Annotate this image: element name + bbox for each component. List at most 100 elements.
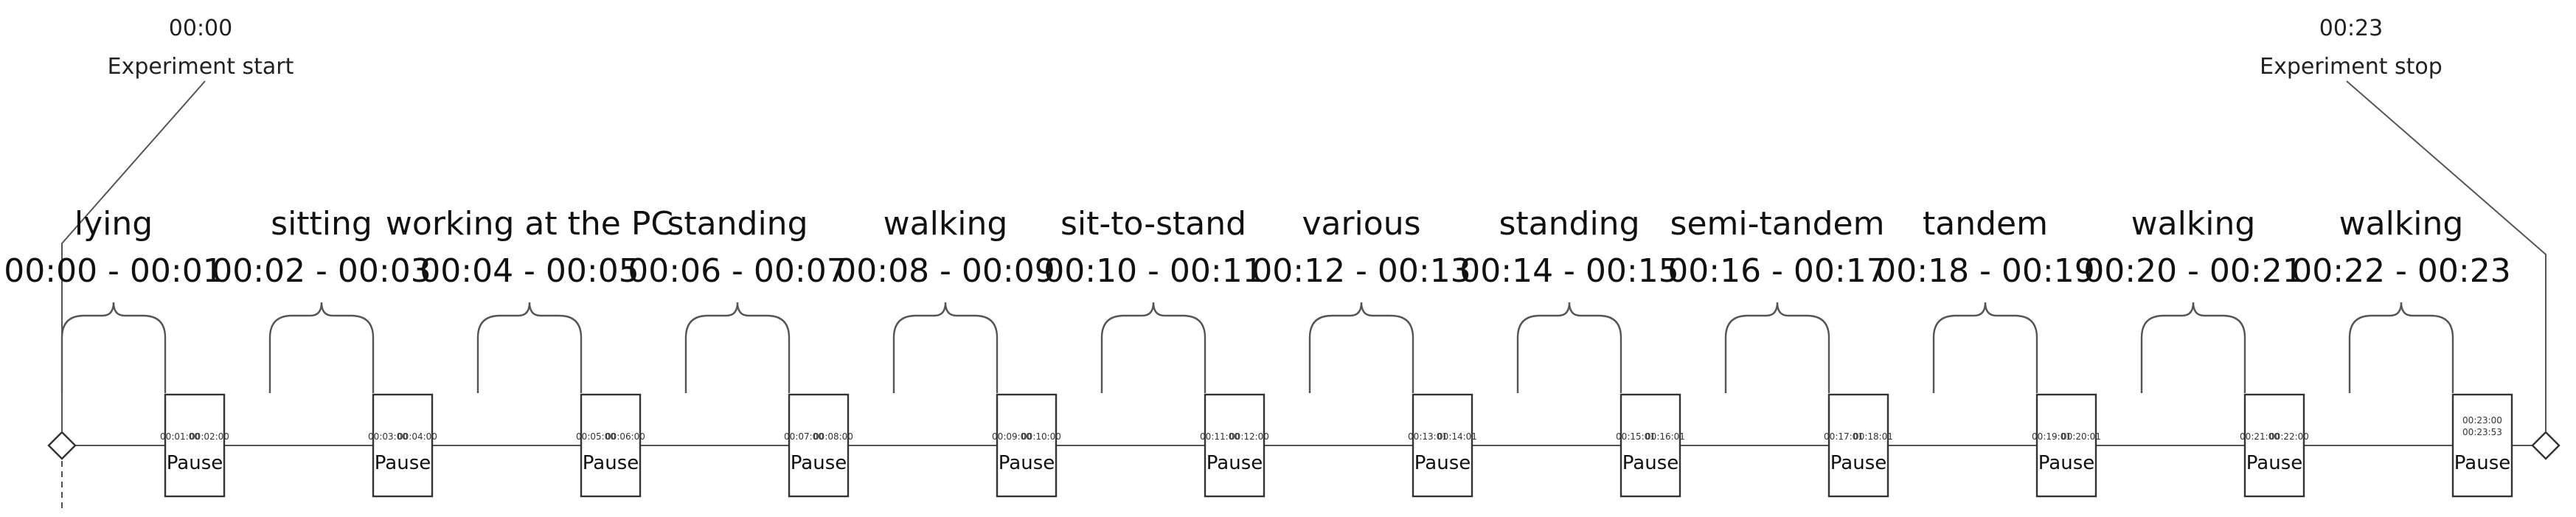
activity-brace [2140,302,2246,393]
activity-name: walking [883,205,1008,243]
activity-name: sitting [271,205,372,243]
pause-start-time: 00:05:00 [576,431,616,442]
pause-box [1412,393,1473,498]
activity-time-range: 00:00 - 00:01 [4,252,223,290]
pause-box [1204,393,1266,498]
pause-start-time: 00:17:01 [1824,431,1864,442]
activity-brace [1100,302,1207,393]
pause-end-time: 00:12:00 [1229,431,1269,442]
stop-callout-line [2346,80,2547,432]
pause-start-time: 00:23:00 [2462,415,2502,426]
activity-name: working at the PC [386,205,673,243]
pause-label: Pause [2454,452,2510,474]
start-diamond-marker [47,431,77,460]
pause-label: Pause [375,452,431,474]
pause-start-time: 00:11:00 [1200,431,1240,442]
pause-label: Pause [1207,452,1263,474]
pause-start-time: 00:09:00 [992,431,1032,442]
stop-marker-time: 00:23 [2319,15,2383,41]
pause-start-time: 00:19:01 [2032,431,2072,442]
pause-box [1619,393,1681,498]
pause-label: Pause [791,452,847,474]
pause-end-time: 00:04:00 [397,431,437,442]
pause-start-time: 00:07:00 [784,431,824,442]
activity-name: standing [1499,205,1640,243]
activity-brace [684,302,791,393]
activity-segment: standing 00:06 - 00:07 [628,205,847,393]
pause-end-time: 00:18:01 [1853,431,1893,442]
activity-time-range: 00:06 - 00:07 [628,252,847,290]
activity-brace [892,302,999,393]
pause-box [2243,393,2305,498]
pause-start-time: 00:21:00 [2240,431,2280,442]
pause-end-time: 00:20:01 [2061,431,2101,442]
activity-segment: sitting 00:02 - 00:03 [212,205,431,393]
activity-time-range: 00:14 - 00:15 [1459,252,1678,290]
activity-time-range: 00:08 - 00:09 [836,252,1055,290]
pause-end-time: 00:14:01 [1437,431,1477,442]
pause-end-time: 00:23:53 [2462,427,2502,437]
pause-end-time: 00:06:00 [605,431,645,442]
pause-box [164,393,226,498]
pause-box [2035,393,2097,498]
pause-start-time: 00:03:00 [368,431,408,442]
start-marker-label: Experiment start [108,54,294,80]
pause-end-time: 00:22:00 [2269,431,2309,442]
activity-brace [1308,302,1414,393]
activity-name: semi-tandem [1670,205,1885,243]
activity-brace [1932,302,2038,393]
pause-box [788,393,850,498]
stop-marker-label: Experiment stop [2260,54,2443,80]
pause-end-time: 00:16:01 [1645,431,1685,442]
pause-box [2451,393,2513,498]
pause-box [996,393,1058,498]
pause-end-time: 00:02:00 [190,431,229,442]
activity-name: walking [2339,205,2464,243]
activity-time-range: 00:18 - 00:19 [1875,252,2094,290]
activity-time-range: 00:16 - 00:17 [1667,252,1886,290]
activity-brace [268,302,375,393]
activity-name: various [1302,205,1420,243]
pause-label: Pause [167,452,223,474]
pause-start-time: 00:13:01 [1408,431,1448,442]
pause-label: Pause [1414,452,1471,474]
pause-start-time: 00:01:00 [160,431,200,442]
activity-time-range: 00:10 - 00:11 [1044,252,1263,290]
pause-label: Pause [583,452,639,474]
pause-label: Pause [999,452,1055,474]
pause-box [580,393,642,498]
activity-name: tandem [1923,205,2048,243]
activity-name: standing [667,205,808,243]
activity-brace [1516,302,1622,393]
activity-segment: standing 00:14 - 00:15 [1459,205,1679,393]
pause-box [1827,393,1889,498]
activity-time-range: 00:04 - 00:05 [420,252,639,290]
activity-brace [60,302,167,393]
pause-end-time: 00:08:00 [813,431,853,442]
activity-time-range: 00:02 - 00:03 [212,252,431,290]
activity-segment: tandem 00:18 - 00:19 [1875,205,2095,393]
activity-brace [2348,302,2454,393]
pause-label: Pause [1830,452,1886,474]
activity-segment: working at the PC 00:04 - 00:05 [386,205,673,393]
activity-name: walking [2131,205,2256,243]
activity-brace [1724,302,1830,393]
pause-start-time: 00:15:01 [1616,431,1656,442]
activity-brace [476,302,583,393]
